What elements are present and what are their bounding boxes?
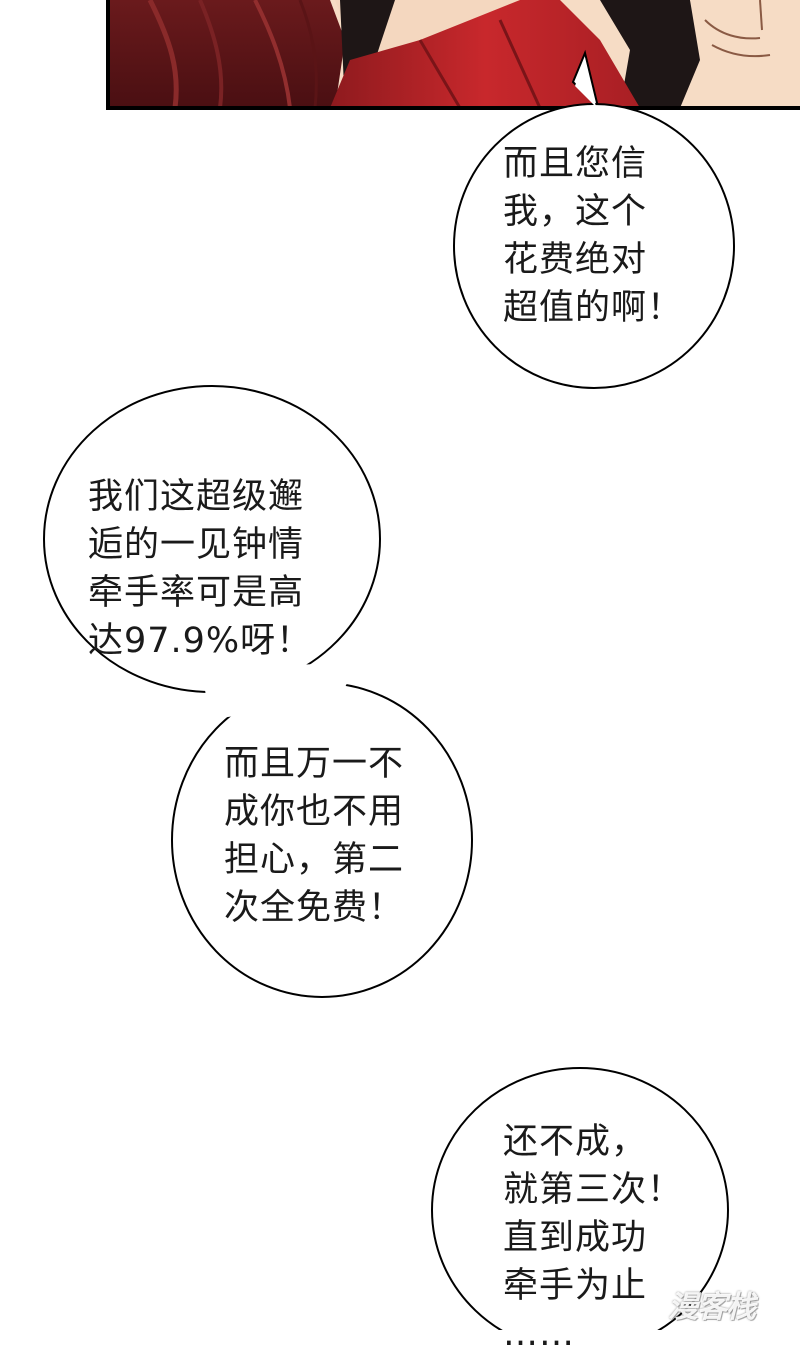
speech-bubble-4 bbox=[431, 1067, 729, 1330]
bubble-line: 我，这个 bbox=[503, 192, 648, 232]
bubble-line: 直到成功 bbox=[503, 1218, 648, 1258]
speech-bubble-2-3 bbox=[43, 385, 473, 998]
illustration-panel bbox=[108, 0, 800, 108]
watermark-logo: 漫客栈 bbox=[668, 1290, 756, 1325]
bubble-3-text: 而且万一不 成你也不用 担心，第二 次全免费！ bbox=[224, 740, 404, 932]
bubble-line: 就第三次！ bbox=[503, 1170, 684, 1210]
bubble-line: 成你也不用 bbox=[224, 792, 405, 832]
bubble-line: …… bbox=[503, 1314, 575, 1354]
bubble-4-text: 还不成， 就第三次！ 直到成功 牵手为止 …… bbox=[503, 1118, 683, 1358]
bubble-line: 我们这超级邂 bbox=[88, 477, 305, 517]
bubble-1-text: 而且您信 我，这个 花费绝对 超值的啊！ bbox=[503, 140, 683, 332]
bubble-line: 牵手为止 bbox=[503, 1266, 648, 1306]
bubble-line: 花费绝对 bbox=[503, 240, 648, 280]
bubble-line: 而且万一不 bbox=[224, 744, 405, 784]
bubble-line: 还不成， bbox=[503, 1122, 648, 1162]
bubble-line: 逅的一见钟情 bbox=[88, 525, 305, 565]
bubble-line: 而且您信 bbox=[503, 144, 648, 184]
bubble-2-text: 我们这超级邂 逅的一见钟情 牵手率可是高 达97.9%呀！ bbox=[88, 473, 312, 665]
bubble-line: 次全免费！ bbox=[224, 888, 405, 928]
bubble-line: 牵手率可是高 bbox=[88, 573, 305, 613]
bubble-line: 担心，第二 bbox=[224, 840, 405, 880]
comic-page bbox=[43, 0, 800, 1330]
bubble-line: 达97.9%呀！ bbox=[88, 621, 313, 661]
bubble-line: 超值的啊！ bbox=[503, 288, 684, 328]
speech-bubble-1 bbox=[453, 49, 735, 389]
